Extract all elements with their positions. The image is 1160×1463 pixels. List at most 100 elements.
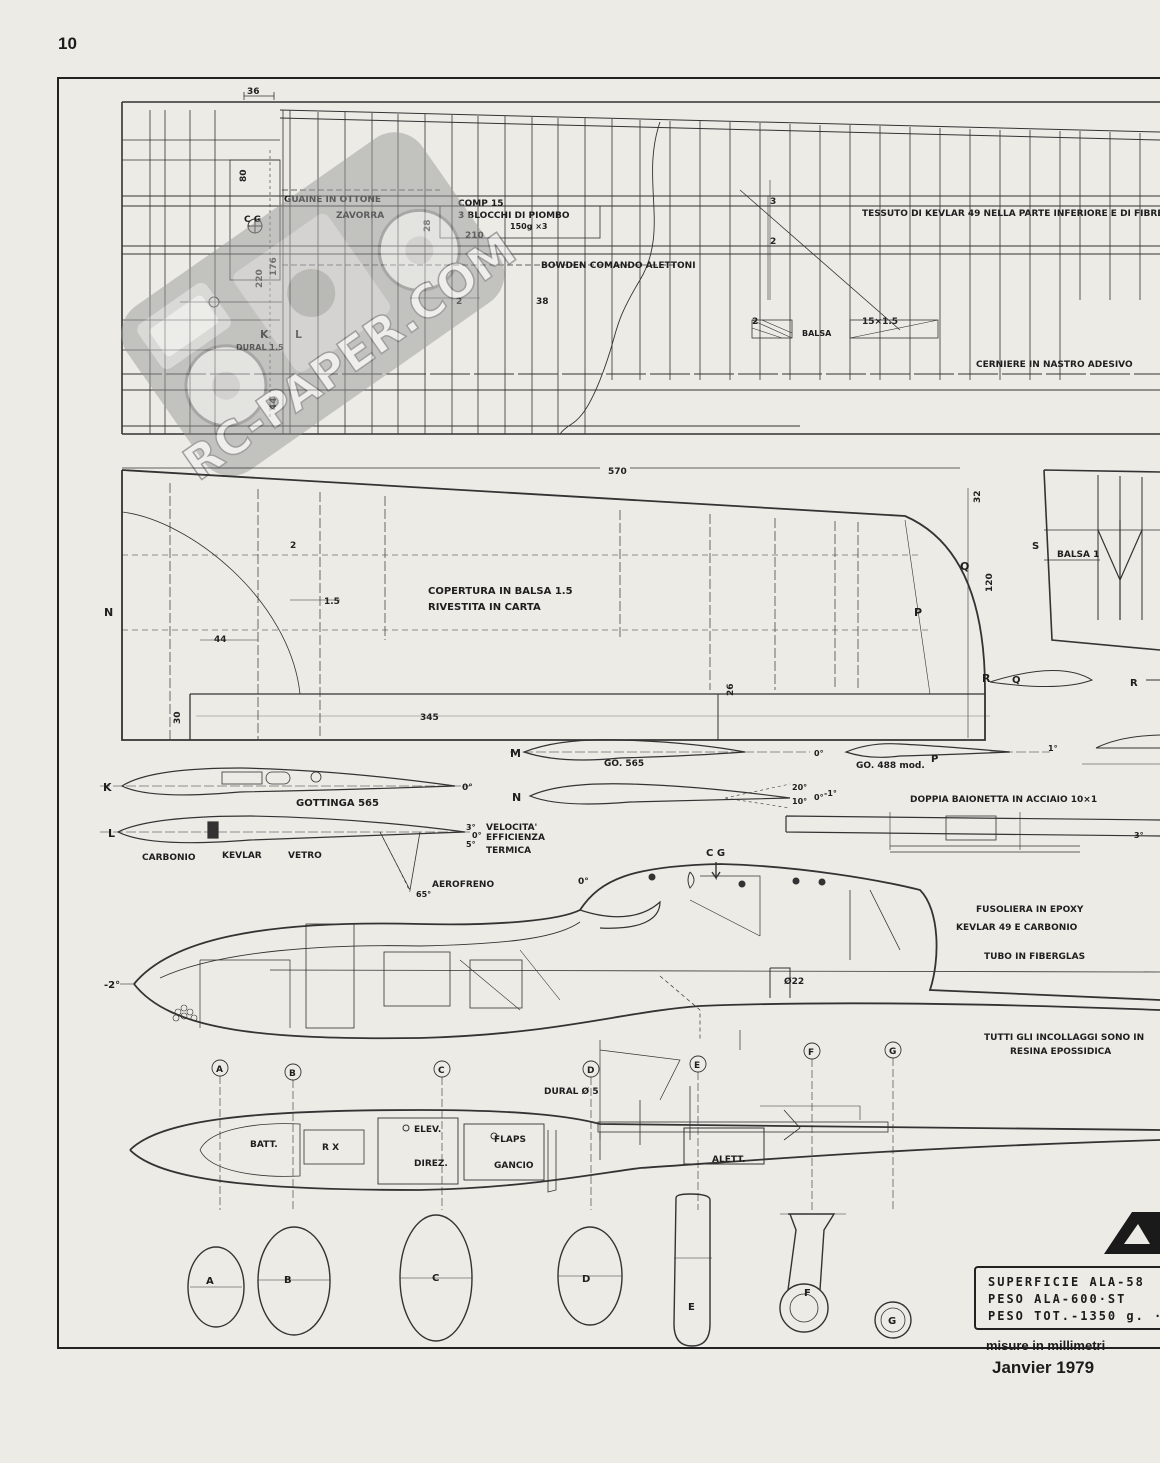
spec-wing-weight: PESO ALA-600·ST xyxy=(988,1292,1127,1306)
airfoil-l-label: L xyxy=(108,827,115,840)
section-c-label: C xyxy=(432,1273,439,1284)
fuselage-top xyxy=(129,1086,1160,1193)
issue-date: Janvier 1979 xyxy=(992,1358,1095,1377)
drawing-frame xyxy=(57,77,1160,1349)
velocita-label: VELOCITA' xyxy=(486,823,537,833)
go565-label: GO. 565 xyxy=(604,759,644,769)
aileron-servo-label: ALETT. xyxy=(712,1155,745,1165)
fuselage-side-labels: C G -2° 0° Ø22 FUSOLIERA IN EPOXY KEVLAR… xyxy=(104,848,1144,1057)
units-note: misure in millimetri xyxy=(986,1338,1106,1353)
section-f-label: F xyxy=(804,1288,811,1299)
stab-dim-345: 345 xyxy=(420,713,439,723)
stab-dim-44: 44 xyxy=(214,635,227,645)
lead-blocks-note: 3 BLOCCHI DI PIOMBO xyxy=(458,211,570,221)
flap-5: 5° xyxy=(466,840,476,849)
section-d-label: D xyxy=(582,1274,590,1285)
stab-dim-26: 26 xyxy=(726,683,736,696)
fin-detail xyxy=(989,469,1160,688)
section-g-label: G xyxy=(888,1316,896,1327)
fuse-material-line2: KEVLAR 49 E CARBONIO xyxy=(956,923,1078,933)
dim-15x15: 15×1.5 xyxy=(862,317,898,327)
dim-80: 80 xyxy=(239,169,249,182)
stabilizer-labels: 570 COPERTURA IN BALSA 1.5 RIVESTITA IN … xyxy=(104,467,995,724)
towhook-servo-label: GANCIO xyxy=(494,1161,534,1171)
airfoil-p xyxy=(844,743,1011,758)
stab-dim-2: 2 xyxy=(290,541,296,551)
n-angle-10: 10° xyxy=(792,797,807,806)
fuse-angle-0: 0° xyxy=(578,877,589,887)
p-angle: 1° xyxy=(1048,744,1058,753)
elevator-servo-label: ELEV. xyxy=(414,1125,441,1135)
fin-balsa-label: BALSA 1 xyxy=(1057,550,1099,560)
lead-weight-note: 150g ×3 xyxy=(510,222,547,231)
publisher-logo xyxy=(1104,1212,1160,1254)
fuselage-top-labels: DURAL Ø 5 BATT. R X ELEV. DIREZ. FLAPS G… xyxy=(250,1086,745,1171)
fuse-material-line1: FUSOLIERA IN EPOXY xyxy=(976,905,1084,915)
n-angle-20: 20° xyxy=(792,783,807,792)
airfoil-p-label: P xyxy=(931,754,938,765)
stab-note-line2: RIVESTITA IN CARTA xyxy=(428,602,541,613)
wing-cg-label: C G xyxy=(244,215,261,225)
bayonet-label: DOPPIA BAIONETTA IN ACCIAIO 10×1 xyxy=(910,795,1097,805)
carbon-label: CARBONIO xyxy=(142,853,196,863)
marker-f: F xyxy=(808,1048,814,1058)
airfoil-labels: K GOTTINGA 565 0° L CARBONIO KEVLAR VETR… xyxy=(103,744,1144,899)
marker-a: A xyxy=(216,1065,223,1075)
flaps-servo-label: FLAPS xyxy=(494,1135,526,1145)
dural-rod-label: DURAL Ø 5 xyxy=(544,1086,599,1097)
section-e-label: E xyxy=(688,1302,695,1313)
stab-dim-30: 30 xyxy=(173,711,183,724)
termica-label: TERMICA xyxy=(486,846,531,856)
dim-36: 36 xyxy=(247,87,260,97)
balsa-note: BALSA xyxy=(802,329,832,338)
go488-label: GO. 488 mod. xyxy=(856,761,925,771)
tube-note: TUBO IN FIBERGLAS xyxy=(984,952,1085,962)
tube-dia: Ø22 xyxy=(784,976,804,987)
angle-65: 65° xyxy=(416,890,431,899)
dim-2b: 2 xyxy=(770,237,776,247)
fin-q-label: Q xyxy=(1012,675,1021,686)
stab-dim-32: 32 xyxy=(973,490,983,503)
spec-total-weight: PESO TOT.-1350 g. · xyxy=(988,1309,1160,1323)
gottinga-label: GOTTINGA 565 xyxy=(296,798,379,809)
fuselage-side xyxy=(120,862,1160,1140)
station-marker-labels: A B C D E F G xyxy=(216,1047,896,1079)
nose-ballast xyxy=(172,1004,198,1022)
stab-dim-120: 120 xyxy=(985,573,995,592)
glue-note-line2: RESINA EPOSSIDICA xyxy=(1010,1047,1111,1057)
rudder-servo-label: DIREZ. xyxy=(414,1159,448,1169)
watermark: RC-PAPER.COM xyxy=(121,132,526,492)
airfoil-n-label: N xyxy=(512,791,521,804)
page-number: 10 xyxy=(58,34,77,53)
hinge-note: CERNIERE IN NASTRO ADESIVO xyxy=(976,360,1133,370)
comp-note: COMP 15 xyxy=(458,199,503,209)
fuse-angle-m2: -2° xyxy=(104,980,120,991)
station-markers xyxy=(211,1041,902,1210)
cross-section-labels: A B C D E F G xyxy=(206,1273,896,1327)
dim-38: 38 xyxy=(536,297,549,307)
n-angle-m1: -1° xyxy=(824,789,837,798)
marker-c: C xyxy=(438,1066,445,1076)
fuse-cg-label: C G xyxy=(706,848,725,859)
station-n: N xyxy=(104,606,113,619)
flap-3: 3° xyxy=(466,823,476,832)
kevlar-note: TESSUTO DI KEVLAR 49 NELLA PARTE INFERIO… xyxy=(862,209,1160,219)
station-p: P xyxy=(914,606,922,619)
spec-wing-area: SUPERFICIE ALA-58 xyxy=(988,1275,1145,1289)
n-angle-0: 0° xyxy=(814,793,824,802)
marker-g: G xyxy=(889,1047,896,1057)
efficienza-label: EFFICIENZA xyxy=(486,833,545,843)
fin-r-label: R xyxy=(1130,678,1138,689)
airfoil-l xyxy=(116,815,466,844)
flap-0: 0° xyxy=(472,831,482,840)
station-r: R xyxy=(982,672,991,685)
dim-3: 3 xyxy=(770,197,776,207)
k-angle: 0° xyxy=(462,783,473,793)
receiver-label: R X xyxy=(322,1143,339,1153)
stab-span-dim: 570 xyxy=(608,467,627,477)
cross-sections xyxy=(187,1193,912,1347)
marker-b: B xyxy=(289,1069,296,1079)
station-q: Q xyxy=(960,560,969,573)
bayonet-angle: 3° xyxy=(1134,831,1144,840)
